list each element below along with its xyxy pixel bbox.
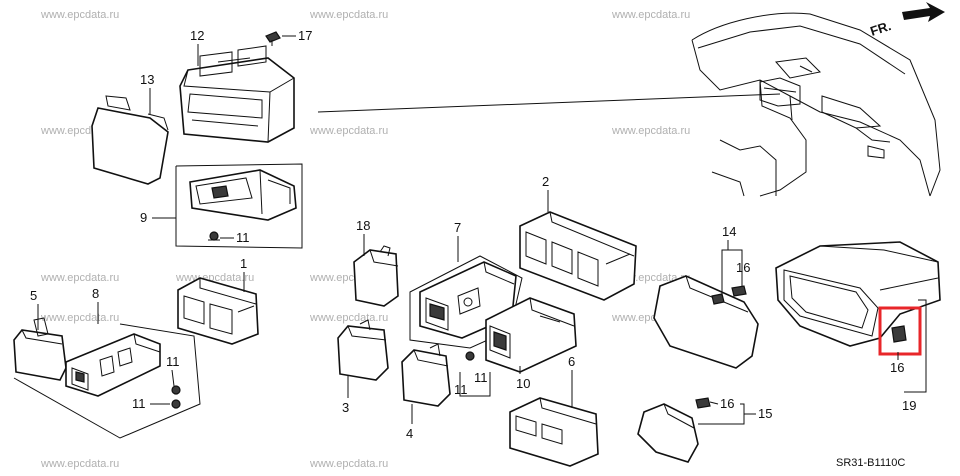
part-11-bracket-lines	[459, 372, 491, 397]
watermark-text: www.epcdata.ru	[310, 125, 389, 137]
part-1-double-bezel	[177, 277, 259, 345]
callout-15: 15	[758, 406, 772, 421]
watermark-text: www.epcdata.ru	[41, 458, 120, 470]
part-8-switch-panel	[65, 333, 161, 397]
callout-1: 1	[240, 256, 247, 271]
callout-11: 11	[454, 382, 468, 397]
callout-11: 11	[166, 354, 180, 369]
callout-16: 16	[890, 360, 904, 375]
watermark-text: www.epcdata.ru	[612, 125, 691, 137]
part-9-switch-panel	[189, 169, 297, 221]
callout-12: 12	[190, 28, 204, 43]
part-17-screw-clip	[265, 31, 281, 46]
dashboard-outline	[691, 12, 941, 197]
watermark-text: www.epcdata.ru	[41, 312, 120, 324]
part-15-cover	[637, 403, 699, 463]
location-leader	[317, 93, 781, 113]
part-6-switch-panel	[509, 397, 599, 467]
part-16-clip	[711, 285, 747, 305]
highlight-box	[878, 306, 922, 356]
callout-2: 2	[542, 174, 549, 189]
watermark-text: www.epcdata.ru	[612, 9, 691, 21]
part-2-triple-bezel	[519, 211, 637, 301]
part-3-switch	[337, 319, 389, 381]
callout-9: 9	[140, 210, 147, 225]
part-12-pocket-housing	[179, 45, 295, 143]
part-14-cover	[653, 275, 759, 369]
part-9-bracket	[175, 163, 303, 249]
part-16-clip-highlighted	[891, 325, 907, 343]
watermark-text: www.epcdata.ru	[310, 9, 389, 21]
callout-5: 5	[30, 288, 37, 303]
callout-14: 14	[722, 224, 736, 239]
callout-11: 11	[132, 396, 146, 411]
part-11-screw	[208, 231, 220, 241]
callout-11: 11	[474, 370, 488, 385]
watermark-text: www.epcdata.ru	[41, 272, 120, 284]
watermark-text: www.epcdata.ru	[310, 458, 389, 470]
callout-6: 6	[568, 354, 575, 369]
part-8-group-outline	[13, 323, 201, 439]
direction-label: FR.	[868, 18, 893, 39]
callout-10: 10	[516, 376, 530, 391]
watermark-text: www.epcdata.ru	[41, 9, 120, 21]
part-13-lid	[91, 95, 169, 185]
callout-3: 3	[342, 400, 349, 415]
callout-7: 7	[454, 220, 461, 235]
callout-13: 13	[140, 72, 154, 87]
front-direction-arrow	[902, 2, 945, 22]
part-4-switch	[401, 343, 451, 407]
part-11-screw	[171, 385, 181, 409]
part-10-switch	[485, 297, 577, 373]
part-18-switch	[353, 245, 399, 307]
part-5-switch-blank	[13, 317, 67, 381]
part-16-clip	[695, 397, 711, 409]
callout-16: 16	[736, 260, 750, 275]
diagram-code: SR31-B1110C	[836, 457, 905, 469]
callout-16: 16	[720, 396, 734, 411]
callout-18: 18	[356, 218, 370, 233]
part-19-pocket	[775, 241, 941, 347]
callout-19: 19	[902, 398, 916, 413]
callout-17: 17	[298, 28, 312, 43]
callout-4: 4	[406, 426, 413, 441]
callout-8: 8	[92, 286, 99, 301]
callout-11: 11	[236, 230, 250, 245]
part-11-screw	[465, 351, 475, 361]
